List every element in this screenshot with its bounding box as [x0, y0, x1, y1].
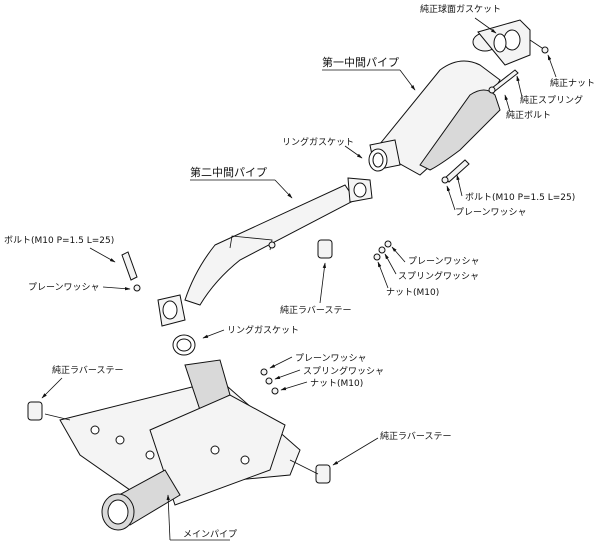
hardware-parts — [27, 240, 392, 484]
part-labels: 純正球面ガスケット 第一中間パイプ 純正ナット 純正スプリング 純正ボルト リン… — [4, 3, 595, 540]
label-spring-washer-lower: スプリングワッシャ — [303, 365, 384, 377]
label-plain-washer-lower: プレーンワッシャ — [295, 353, 367, 364]
first-mid-pipe-part — [368, 19, 549, 184]
label-nut-lower: ナット(M10) — [310, 378, 363, 389]
leader-lines — [41, 17, 557, 541]
label-plain-washer-upper: プレーンワッシャ — [455, 207, 527, 218]
label-oem-bolt: 純正ボルト — [506, 109, 551, 121]
label-main-pipe: メインパイプ — [183, 529, 237, 540]
label-plain-washer-left: プレーンワッシャ — [28, 282, 100, 293]
label-first-mid-pipe: 第一中間パイプ — [322, 55, 399, 69]
label-nut-mid: ナット(M10) — [386, 287, 439, 298]
label-oem-rubber-stay-left: 純正ラバーステー — [52, 364, 123, 376]
label-plain-washer-mid: プレーンワッシャ — [408, 256, 480, 267]
label-spring-washer-mid: スプリングワッシャ — [398, 270, 479, 282]
label-bolt-left: ボルト(M10 P=1.5 L=25) — [4, 235, 114, 246]
label-ring-gasket-lower: リングガスケット — [227, 324, 299, 336]
main-pipe-part — [44, 359, 319, 531]
label-oem-spherical-gasket: 純正球面ガスケット — [420, 3, 501, 15]
label-second-mid-pipe: 第二中間パイプ — [190, 165, 267, 179]
label-oem-rubber-stay-center: 純正ラバーステー — [280, 304, 351, 316]
label-oem-spring: 純正スプリング — [520, 94, 583, 106]
label-oem-rubber-stay-right: 純正ラバーステー — [380, 430, 451, 442]
label-oem-nut: 純正ナット — [550, 77, 595, 89]
second-mid-pipe-part — [157, 177, 373, 327]
label-ring-gasket-upper: リングガスケット — [282, 136, 354, 148]
label-bolt-upper: ボルト(M10 P=1.5 L=25) — [465, 192, 575, 203]
